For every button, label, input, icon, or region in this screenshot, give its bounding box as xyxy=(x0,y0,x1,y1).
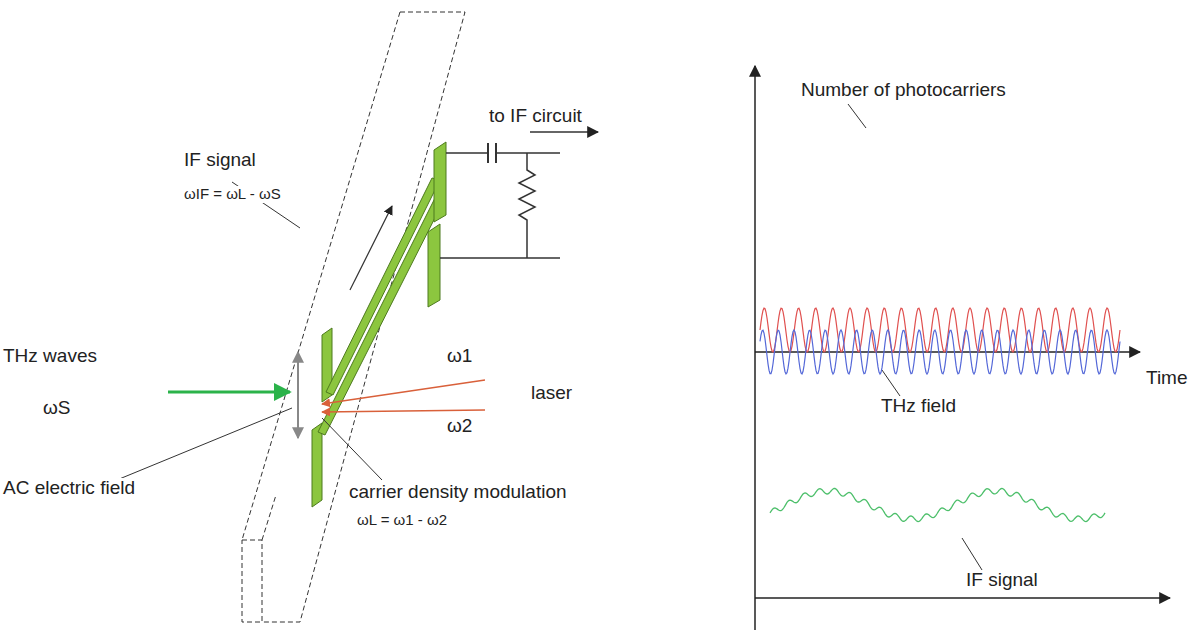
laser-label: laser xyxy=(530,383,573,404)
laser-beam xyxy=(322,410,485,412)
resistor-symbol xyxy=(519,153,535,258)
field-label: AC electric field xyxy=(2,478,136,499)
graph-axes xyxy=(755,66,1170,630)
curve-label: THz field xyxy=(880,396,957,417)
leader-line xyxy=(962,538,982,570)
output-arrow xyxy=(530,131,598,133)
leader-line xyxy=(882,370,900,396)
if-circuit xyxy=(440,132,598,258)
frequency-equation: ωIF = ωL - ωS xyxy=(183,186,282,203)
y-axis xyxy=(754,66,756,630)
time-axis xyxy=(755,597,1170,599)
wire xyxy=(440,257,560,259)
substrate-edge xyxy=(262,12,465,622)
substrate-outline xyxy=(242,12,465,622)
substrate-edge xyxy=(242,12,400,540)
thz-arrow xyxy=(168,391,290,394)
frequency-symbol: ωS xyxy=(42,398,72,419)
ac-field-arrow xyxy=(297,352,299,438)
frequency-symbol: ω1 xyxy=(446,346,473,367)
signal-flow-arrow xyxy=(350,206,392,290)
if-signal-wave xyxy=(770,488,1105,521)
stripline xyxy=(326,178,440,395)
laser-beam xyxy=(322,380,485,404)
wave-label: THz waves xyxy=(2,346,98,367)
stripline xyxy=(318,196,444,435)
contact-pad xyxy=(434,142,446,222)
frequency-equation: ωL = ω1 - ω2 xyxy=(356,512,448,529)
capacitor-symbol xyxy=(488,143,496,163)
output-label: to IF circuit xyxy=(488,106,583,127)
photocarrier-wave xyxy=(760,308,1120,352)
thz-field-wave xyxy=(760,330,1120,374)
leader-lines xyxy=(112,104,982,570)
signal-label: IF signal xyxy=(183,150,257,171)
electrodes xyxy=(312,142,446,507)
wire xyxy=(446,152,560,154)
curve-label: Number of photocarriers xyxy=(800,80,1007,101)
contact-pad xyxy=(428,224,440,307)
waveforms xyxy=(760,308,1120,522)
substrate-edge xyxy=(242,540,262,622)
curve-label: IF signal xyxy=(965,570,1039,591)
leader-line xyxy=(322,418,382,480)
frequency-symbol: ω2 xyxy=(446,416,473,437)
antenna-arm xyxy=(312,423,322,507)
modulation-label: carrier density modulation xyxy=(348,482,568,503)
substrate-edge xyxy=(262,495,276,540)
axis-label: Time xyxy=(1145,368,1189,389)
leader-line xyxy=(112,408,292,482)
laser-beams xyxy=(322,380,485,412)
leader-line xyxy=(848,104,866,128)
